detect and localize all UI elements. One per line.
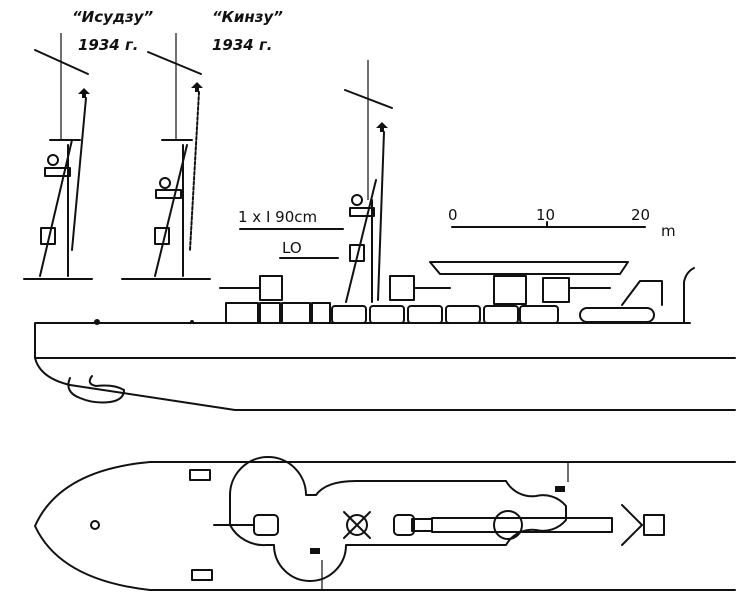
mast-variant-isuzu bbox=[23, 33, 93, 280]
plan-searchlight bbox=[343, 511, 371, 539]
ship1-year: 1934 г. bbox=[78, 36, 139, 54]
main-mast bbox=[344, 60, 393, 303]
plan-superstructure bbox=[229, 456, 567, 582]
plan-view bbox=[34, 456, 736, 591]
scale-bar: 0 10 20 m bbox=[448, 206, 676, 240]
searchlight-note: 1 x I 90cm LO bbox=[238, 208, 344, 259]
deckhouse bbox=[225, 267, 695, 324]
gun-turret-2 bbox=[389, 275, 451, 301]
plan-hull-outline bbox=[34, 461, 736, 591]
aircraft-platform bbox=[429, 261, 629, 305]
side-elevation bbox=[34, 60, 736, 411]
scale-tick-10: 10 bbox=[536, 206, 555, 224]
searchlight-sub-text: LO bbox=[282, 239, 302, 257]
scale-unit: m bbox=[661, 222, 676, 240]
mast-variant-kinzu bbox=[121, 33, 211, 280]
gun-turret-1 bbox=[219, 275, 283, 301]
ship1-name: “Исудзу” bbox=[72, 8, 153, 26]
plan-gun-1 bbox=[213, 514, 279, 536]
plan-gun-2 bbox=[393, 514, 415, 536]
scale-tick-20: 20 bbox=[631, 206, 650, 224]
ship2-label: “Кинзу” 1934 г. bbox=[212, 8, 283, 54]
ship1-label: “Исудзу” 1934 г. bbox=[72, 8, 153, 54]
hull bbox=[34, 319, 736, 411]
plan-catapult bbox=[411, 510, 613, 540]
searchlight-note-text: 1 x I 90cm bbox=[238, 208, 317, 226]
ship2-year: 1934 г. bbox=[212, 36, 273, 54]
plan-stern-gun bbox=[621, 504, 665, 546]
scale-tick-0: 0 bbox=[448, 206, 458, 224]
gun-turret-3 bbox=[542, 277, 611, 303]
ship2-name: “Кинзу” bbox=[212, 8, 283, 26]
